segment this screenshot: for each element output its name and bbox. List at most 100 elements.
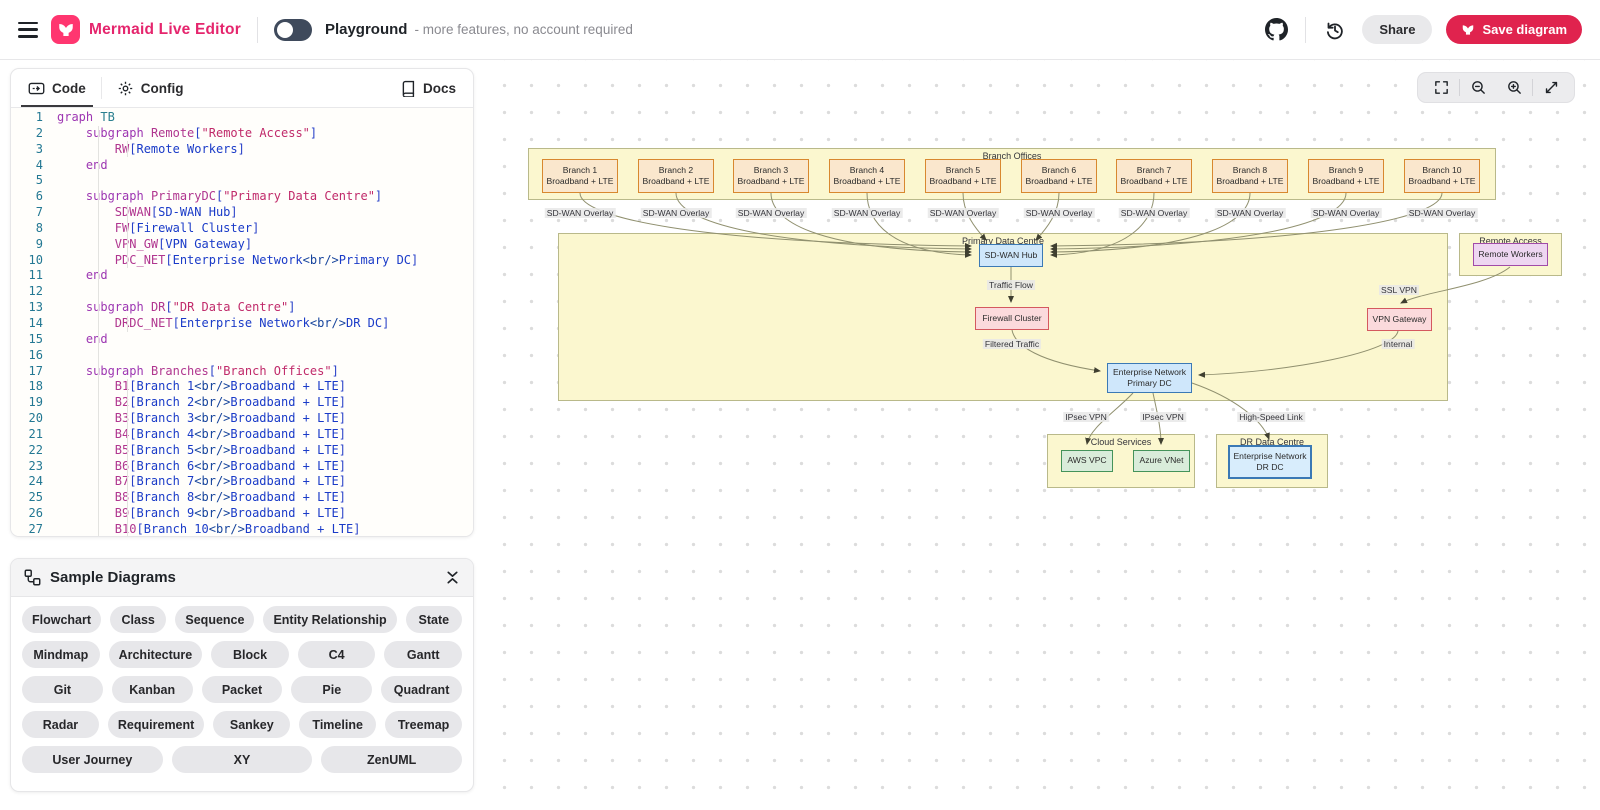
code-line[interactable]: 19 B2[Branch 2<br/>Broadband + LTE]	[11, 395, 473, 411]
tab-config[interactable]: Config	[104, 69, 197, 107]
history-icon[interactable]	[1322, 17, 1348, 43]
code-line[interactable]: 13 subgraph DR["DR Data Centre"]	[11, 300, 473, 316]
book-icon	[402, 80, 415, 97]
sample-button-kanban[interactable]: Kanban	[111, 676, 193, 703]
app-title: Mermaid Live Editor	[89, 20, 241, 38]
sample-button-sankey[interactable]: Sankey	[213, 711, 291, 738]
mermaid-logo-icon	[58, 23, 73, 36]
line-number: 16	[28, 347, 43, 362]
code-line[interactable]: 7 SDWAN[SD-WAN Hub]	[11, 205, 473, 221]
sample-row: Flowchart Class Sequence Entity Relationshi…	[22, 606, 462, 633]
code-line[interactable]: 26 B9[Branch 9<br/>Broadband + LTE]	[11, 506, 473, 522]
line-number: 19	[28, 395, 43, 410]
header-divider	[256, 16, 258, 43]
sample-button-user-journey[interactable]: User Journey	[22, 746, 163, 773]
sample-button-entity-relationship[interactable]: Entity Relationship	[263, 606, 397, 633]
line-number: 12	[28, 284, 43, 299]
sample-button-pie[interactable]: Pie	[291, 676, 373, 703]
mermaid-logo[interactable]	[51, 15, 80, 44]
code-line[interactable]: 17 subgraph Branches["Branch Offices"]	[11, 364, 473, 380]
code-line[interactable]: 14 DRDC_NET[Enterprise Network<br/>DR DC…	[11, 316, 473, 332]
app-header: Mermaid Live Editor Playground - more fe…	[0, 0, 1600, 60]
sample-button-zenuml[interactable]: ZenUML	[321, 746, 463, 773]
sample-button-block[interactable]: Block	[211, 641, 289, 668]
line-number: 10	[28, 252, 43, 267]
sample-button-packet[interactable]: Packet	[201, 676, 283, 703]
code-line[interactable]: 23 B6[Branch 6<br/>Broadband + LTE]	[11, 459, 473, 475]
code-line[interactable]: 10 PDC_NET[Enterprise Network<br/>Primar…	[11, 253, 473, 269]
diagram-canvas[interactable]	[483, 60, 1600, 810]
code-line[interactable]: 2 subgraph Remote["Remote Access"]	[11, 126, 473, 142]
sample-button-sequence[interactable]: Sequence	[175, 606, 255, 633]
sample-diagrams-title: Sample Diagrams	[50, 569, 176, 586]
code-line[interactable]: 11 end	[11, 268, 473, 284]
sample-button-class[interactable]: Class	[110, 606, 167, 633]
code-line[interactable]: 15 end	[11, 332, 473, 348]
sample-button-timeline[interactable]: Timeline	[299, 711, 377, 738]
header-divider	[1305, 16, 1307, 43]
playground-subtitle: - more features, no account required	[414, 22, 633, 37]
sample-button-radar[interactable]: Radar	[22, 711, 99, 738]
sample-diagrams-header: Sample Diagrams	[11, 559, 473, 597]
sample-button-gantt[interactable]: Gantt	[384, 641, 463, 668]
sample-button-requirement[interactable]: Requirement	[107, 711, 205, 738]
sample-button-treemap[interactable]: Treemap	[385, 711, 463, 738]
code-line[interactable]: 25 B8[Branch 8<br/>Broadband + LTE]	[11, 490, 473, 506]
sample-row: Git Kanban Packet Pie Quadrant	[22, 676, 462, 703]
tab-docs[interactable]: Docs	[387, 69, 469, 107]
sample-row: Mindmap Architecture Block C4 Gantt	[22, 641, 463, 668]
code-line[interactable]: 27 B10[Branch 10<br/>Broadband + LTE]	[11, 522, 473, 536]
line-number: 26	[28, 506, 43, 521]
code-line[interactable]: 6 subgraph PrimaryDC["Primary Data Centr…	[11, 189, 473, 205]
code-line[interactable]: 16	[11, 348, 473, 364]
sample-button-state[interactable]: State	[405, 606, 462, 633]
code-line[interactable]: 3 RW[Remote Workers]	[11, 142, 473, 158]
collapse-icon[interactable]	[445, 569, 460, 586]
sample-diagrams-list: Flowchart Class Sequence Entity Relationshi…	[11, 597, 473, 782]
indent-guide	[127, 141, 128, 157]
line-number: 23	[28, 458, 43, 473]
sample-button-architecture[interactable]: Architecture	[108, 641, 203, 668]
sample-button-mindmap[interactable]: Mindmap	[22, 641, 100, 668]
line-number: 9	[35, 236, 43, 251]
toolbar-separator	[1532, 79, 1533, 96]
code-line[interactable]: 9 VPN_GW[VPN Gateway]	[11, 237, 473, 253]
sample-button-c4[interactable]: C4	[297, 641, 376, 668]
line-number: 14	[28, 315, 43, 330]
hamburger-menu-icon[interactable]	[18, 21, 38, 38]
zoom-out-button[interactable]	[1460, 72, 1496, 103]
save-diagram-button[interactable]: Save diagram	[1446, 15, 1582, 44]
line-number: 1	[35, 110, 43, 124]
code-line[interactable]: 20 B3[Branch 3<br/>Broadband + LTE]	[11, 411, 473, 427]
sample-button-quadrant[interactable]: Quadrant	[381, 676, 462, 703]
sample-button-flowchart[interactable]: Flowchart	[22, 606, 102, 633]
indent-guide	[127, 379, 128, 536]
code-line[interactable]: 22 B5[Branch 5<br/>Broadband + LTE]	[11, 443, 473, 459]
sample-button-xy[interactable]: XY	[171, 746, 313, 773]
playground-toggle[interactable]	[273, 18, 312, 41]
line-number: 7	[35, 205, 43, 220]
sample-diagrams-panel: Sample Diagrams Flowchart Class Sequence En…	[10, 558, 474, 792]
code-line[interactable]: 21 B4[Branch 4<br/>Broadband + LTE]	[11, 427, 473, 443]
expand-button[interactable]	[1533, 72, 1569, 103]
zoom-in-button[interactable]	[1496, 72, 1532, 103]
sample-button-git[interactable]: Git	[22, 676, 103, 703]
code-line[interactable]: 24 B7[Branch 7<br/>Broadband + LTE]	[11, 474, 473, 490]
code-line[interactable]: 18 B1[Branch 1<br/>Broadband + LTE]	[11, 379, 473, 395]
save-mermaid-icon	[1463, 24, 1474, 35]
code-line[interactable]: 8 FW[Firewall Cluster]	[11, 221, 473, 237]
line-number: 11	[28, 268, 43, 283]
github-icon[interactable]	[1263, 17, 1289, 43]
fullscreen-button[interactable]	[1423, 72, 1459, 103]
tab-code-label: Code	[52, 80, 86, 96]
code-line[interactable]: 12	[11, 284, 473, 300]
tab-code[interactable]: Code	[15, 69, 99, 107]
line-number: 6	[35, 189, 43, 204]
view-toolbar	[1417, 72, 1575, 103]
share-button[interactable]: Share	[1362, 15, 1433, 44]
code-line[interactable]: 4 end	[11, 158, 473, 174]
code-line[interactable]: 5	[11, 173, 473, 189]
line-number: 5	[35, 173, 43, 188]
